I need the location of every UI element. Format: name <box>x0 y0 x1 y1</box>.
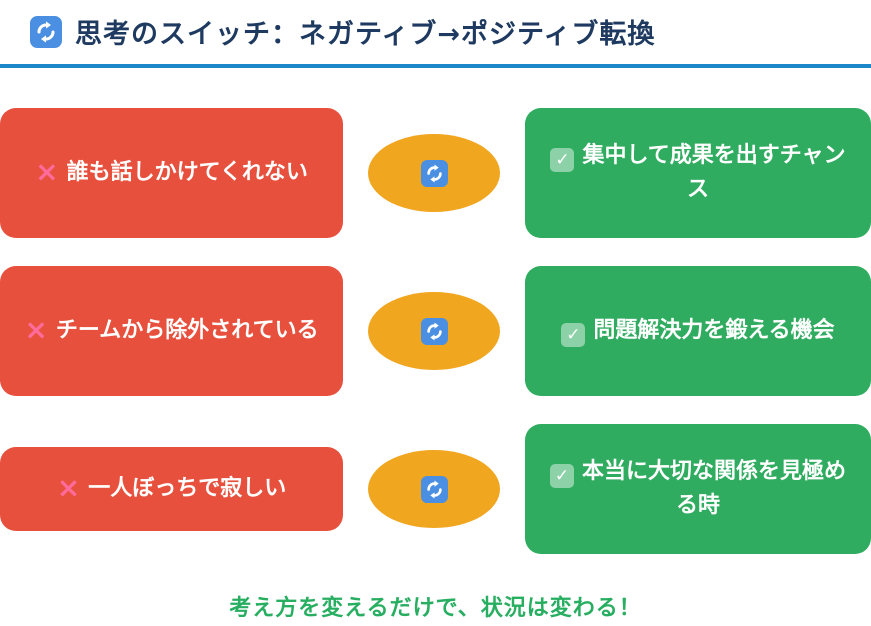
refresh-icon <box>421 318 448 345</box>
positive-text: ✓集中して成果を出すチャンス <box>547 139 849 207</box>
positive-box: ✓問題解決力を鍛える機会 <box>525 266 871 396</box>
x-mark-icon: × <box>56 470 81 504</box>
negative-text: ×チームから除外されている <box>24 312 319 346</box>
switch-ellipse <box>368 134 500 212</box>
refresh-icon <box>30 16 62 48</box>
footer-message: 考え方を変えるだけで、状況は変わる！ <box>229 596 642 621</box>
positive-text: ✓問題解決力を鍛える機会 <box>561 314 835 348</box>
switch-ellipse <box>368 292 500 370</box>
check-icon: ✓ <box>549 463 574 488</box>
x-mark-icon: × <box>24 312 48 346</box>
negative-box: ×チームから除外されている <box>0 266 343 396</box>
negative-box: ×誰も話しかけてくれない <box>0 108 343 238</box>
x-mark-icon: × <box>35 154 59 188</box>
header: 思考のスイッチ：ネガティブ→ポジティブ転換 <box>0 0 871 51</box>
arrow-cell <box>343 134 525 212</box>
negative-box: ×一人ぼっちで寂しい <box>0 447 343 531</box>
check-icon: ✓ <box>550 147 575 172</box>
negative-text: ×一人ぼっちで寂しい <box>56 470 287 504</box>
positive-text: ✓本当に大切な関係を見極める時 <box>547 455 849 523</box>
refresh-icon <box>421 160 448 187</box>
switch-ellipse <box>368 450 500 528</box>
negative-text: ×誰も話しかけてくれない <box>35 154 308 188</box>
positive-box: ✓本当に大切な関係を見極める時 <box>525 424 871 554</box>
arrow-cell <box>343 450 525 528</box>
conversion-rows: ×誰も話しかけてくれない ✓集中して成果を出すチャンス ×チームから除外されてい… <box>0 108 871 554</box>
accent-divider <box>0 64 871 68</box>
check-icon: ✓ <box>561 322 586 347</box>
page-title: 思考のスイッチ：ネガティブ→ポジティブ転換 <box>75 19 656 50</box>
arrow-cell <box>343 292 525 370</box>
refresh-icon <box>421 476 448 503</box>
positive-box: ✓集中して成果を出すチャンス <box>525 108 871 238</box>
